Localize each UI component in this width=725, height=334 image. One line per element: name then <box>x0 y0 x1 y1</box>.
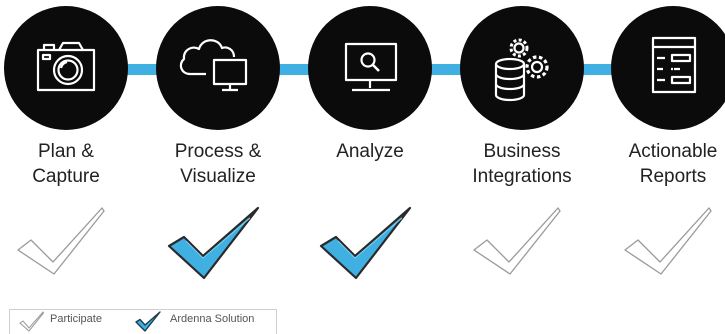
camera-icon <box>36 41 96 92</box>
step-label: Process & Visualize <box>138 139 298 189</box>
step-label-line: Process & <box>174 141 262 162</box>
step-circle <box>308 6 432 130</box>
connector-line <box>576 64 616 75</box>
cloud-monitor-icon <box>179 39 248 92</box>
participate-check-icon <box>624 207 712 275</box>
step-label-line: Business <box>483 141 561 162</box>
step-label-line: Plan & <box>38 141 94 162</box>
database-gears-icon <box>494 38 549 102</box>
ardenna-check-icon <box>167 206 260 280</box>
monitor-magnifier-icon <box>344 42 398 92</box>
step-label: Analyze <box>290 139 450 164</box>
participate-check-icon <box>17 207 105 275</box>
step-circle <box>156 6 280 130</box>
step-label-line: Capture <box>32 166 100 187</box>
connector-line <box>272 64 312 75</box>
legend: Participate Ardenna Solution <box>9 309 277 334</box>
connector-line <box>424 64 464 75</box>
step-circle <box>460 6 584 130</box>
step-label-line: Actionable <box>628 141 718 162</box>
step-circle <box>611 6 725 130</box>
connector-line <box>120 64 160 75</box>
step-label-line: Analyze <box>336 141 404 162</box>
legend-ardenna-label: Ardenna Solution <box>170 313 255 325</box>
participate-check-icon <box>473 207 561 275</box>
report-form-icon <box>651 36 697 94</box>
step-label-line: Reports <box>639 166 707 187</box>
legend-participate-label: Participate <box>50 313 102 325</box>
step-label-line: Integrations <box>472 166 572 187</box>
step-label: Plan & Capture <box>0 139 146 189</box>
step-circle <box>4 6 128 130</box>
participate-check-icon <box>19 311 45 332</box>
step-label-line: Visualize <box>180 166 256 187</box>
ardenna-check-icon <box>319 206 412 280</box>
ardenna-check-icon <box>135 311 161 332</box>
